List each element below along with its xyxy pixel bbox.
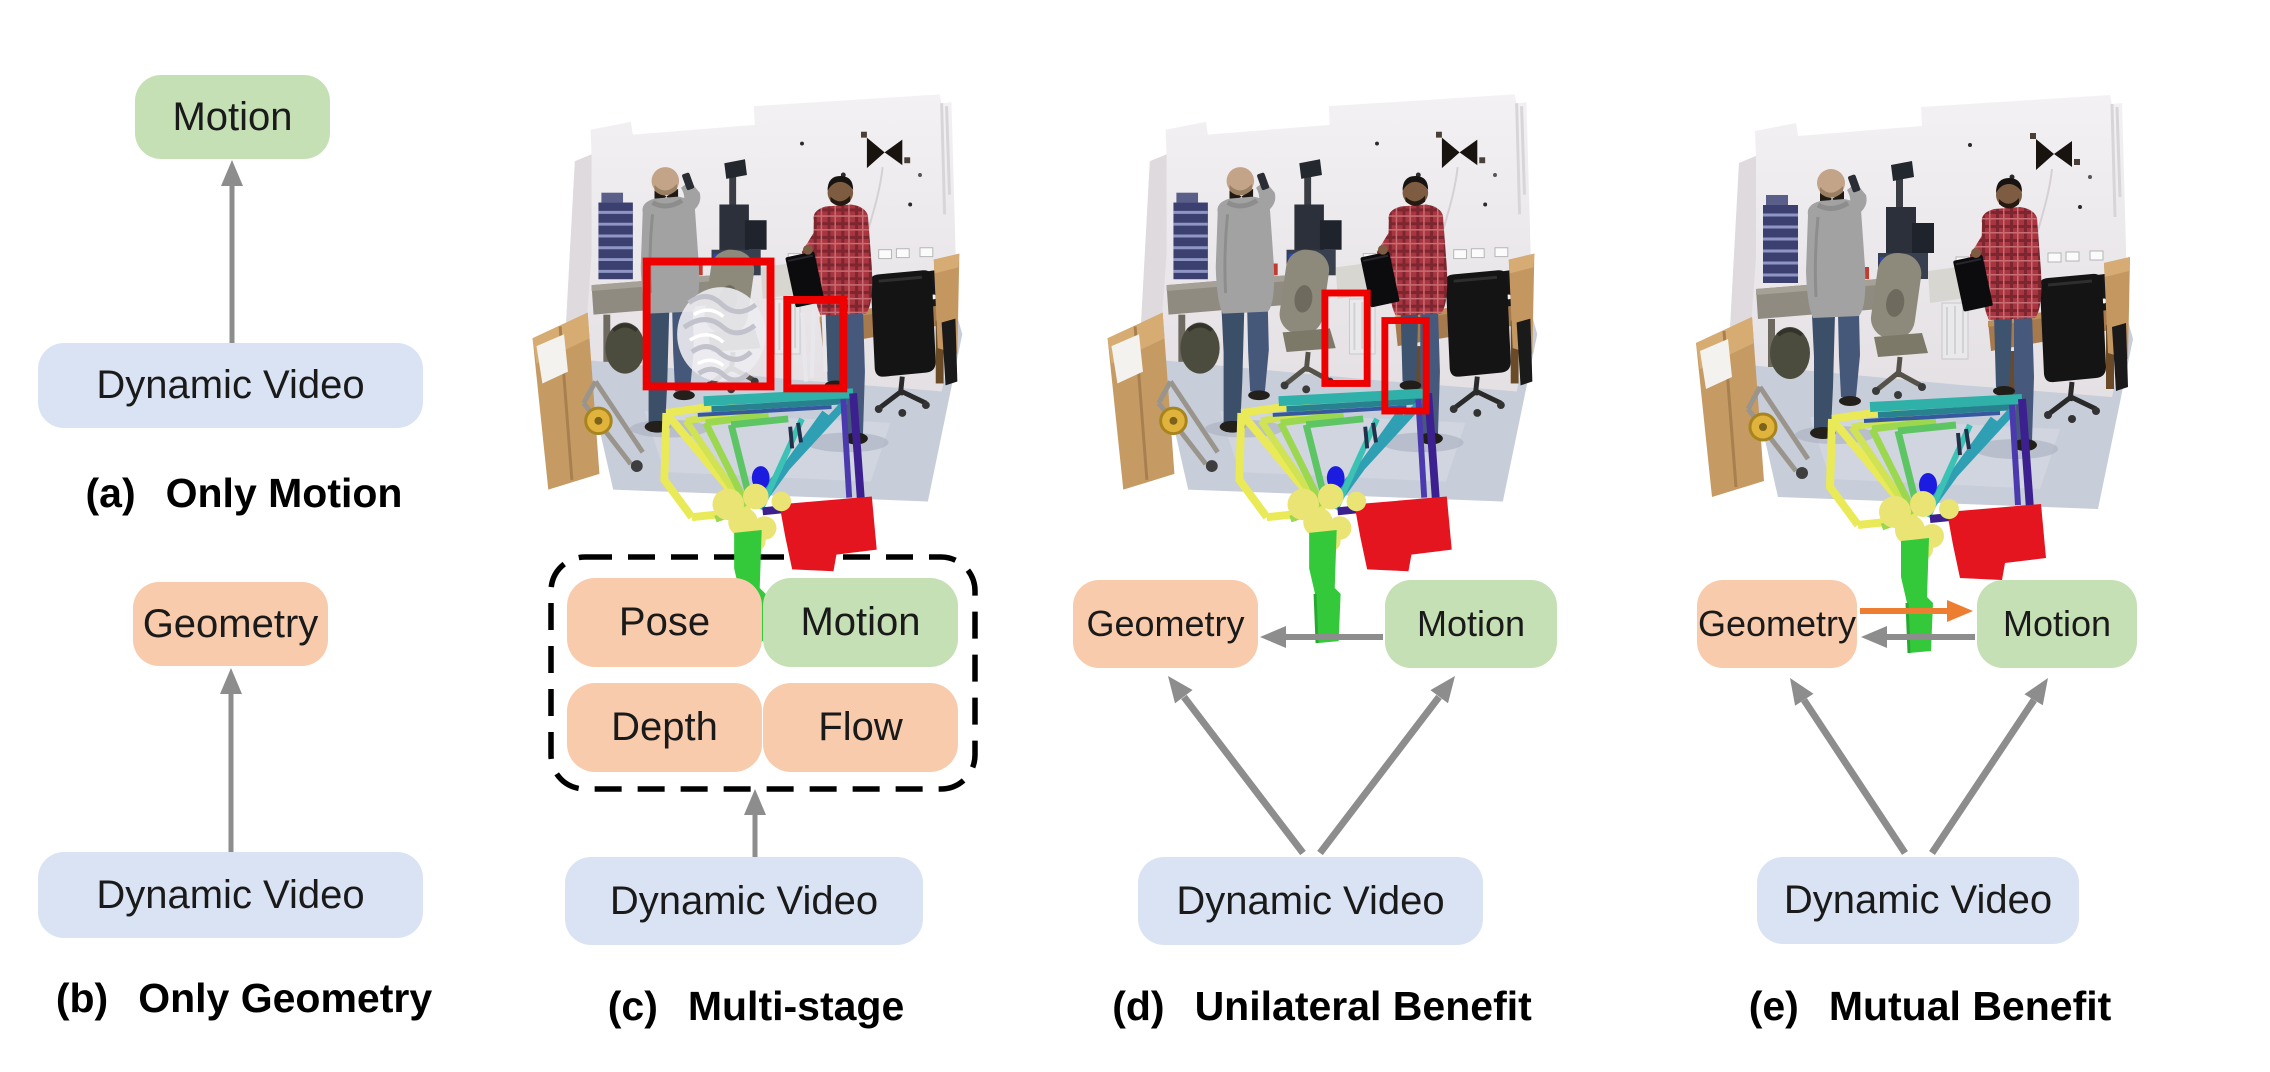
caption-d-index: (d) [1112,983,1165,1029]
red-bounding-box [783,295,848,393]
arrow-video-to-geometry-d [1168,676,1306,856]
caption-a-title: Only Motion [165,470,403,516]
box-dynamic-video-b: Dynamic Video [38,852,423,938]
red-bounding-box [642,257,775,391]
box-dynamic-video-d: Dynamic Video [1138,857,1483,945]
box-geometry-e-label: Geometry [1697,603,1857,644]
caption-a-index: (a) [85,470,136,516]
box-dynamic-video-e: Dynamic Video [1757,857,2079,944]
box-motion-d-label: Motion [1416,603,1526,644]
box-geometry-d: Geometry [1073,580,1258,668]
box-flow-c: Flow [763,683,958,772]
box-motion-c: Motion [763,578,958,667]
box-dynamic-video-d-label: Dynamic Video [1176,878,1445,923]
caption-d: (d) Unilateral Benefit [1112,983,1532,1030]
box-dynamic-video-c: Dynamic Video [565,857,923,945]
box-motion-a-label: Motion [172,94,293,139]
arrow-video-to-geometry-b [220,668,242,854]
box-geometry-d-label: Geometry [1086,603,1245,644]
box-pose-c-label: Pose [618,600,711,644]
arrow-video-to-motion-d [1317,676,1455,856]
caption-b-index: (b) [55,975,109,1021]
arrow-video-to-motion-a [221,160,243,345]
arrow-video-to-stages-c [744,789,766,859]
photo-reconstruction-e [1660,57,2160,657]
red-bounding-box [1321,289,1371,387]
caption-c-index: (c) [607,983,658,1029]
box-motion-e-label: Motion [2002,603,2112,644]
caption-b-title: Only Geometry [138,975,433,1021]
box-dynamic-video-a: Dynamic Video [38,343,423,428]
box-geometry-b: Geometry [133,582,328,666]
caption-e-title: Mutual Benefit [1828,983,2112,1029]
caption-b: (b) Only Geometry [56,975,432,1022]
caption-c: (c) Multi-stage [608,983,905,1030]
caption-d-title: Unilateral Benefit [1194,983,1532,1029]
arrow-video-to-motion-e [1929,678,2048,855]
box-flow-c-label: Flow [818,705,903,749]
box-pose-c: Pose [567,578,762,667]
caption-c-title: Multi-stage [687,983,905,1029]
box-motion-e: Motion [1977,580,2137,668]
box-geometry-e: Geometry [1697,580,1857,668]
reconstruction-noise-artifacts [677,287,828,383]
box-dynamic-video-c-label: Dynamic Video [609,878,879,923]
photo-reconstruction-c [497,57,989,647]
box-depth-c: Depth [567,683,762,772]
red-bounding-box [1381,317,1430,415]
photo-reconstruction-d [1072,57,1564,647]
box-geometry-b-label: Geometry [142,601,319,646]
box-motion-a: Motion [135,75,330,159]
box-dynamic-video-e-label: Dynamic Video [1783,878,2053,922]
multi-stage-dashed-group [548,554,978,792]
box-dynamic-video-b-label: Dynamic Video [96,872,365,917]
box-motion-c-label: Motion [800,600,921,644]
box-dynamic-video-a-label: Dynamic Video [96,363,365,407]
caption-a: (a) Only Motion [86,470,403,517]
caption-e: (e) Mutual Benefit [1749,983,2112,1030]
arrow-video-to-geometry-e [1790,678,1908,855]
box-motion-d: Motion [1385,580,1557,668]
caption-e-index: (e) [1748,983,1799,1029]
box-depth-c-label: Depth [611,705,718,749]
